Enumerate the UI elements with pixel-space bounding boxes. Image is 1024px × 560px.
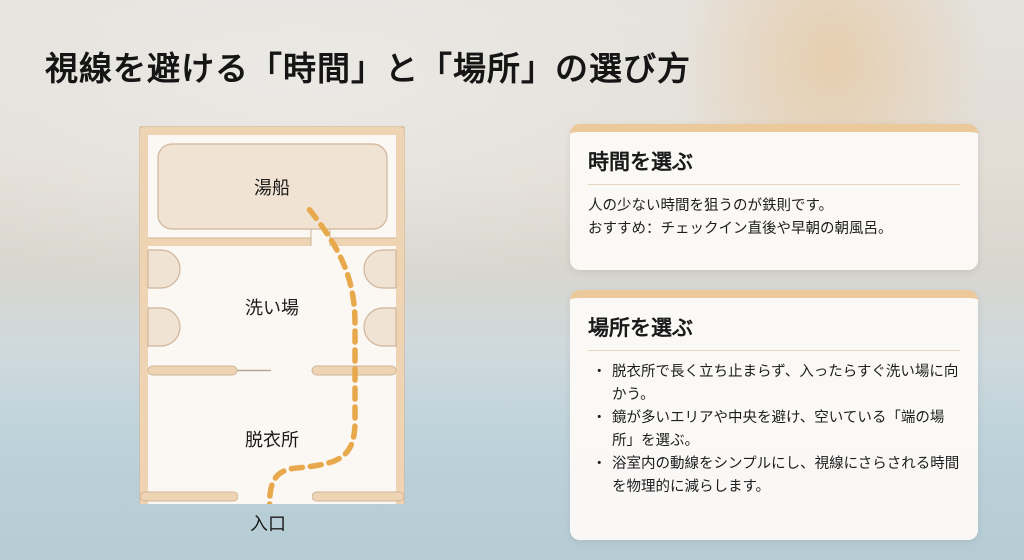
time-card: 時間を選ぶ 人の少ない時間を狙うのが鉄則です。 おすすめ：チェックイン直後や早朝… — [570, 124, 978, 270]
time-card-line: おすすめ：チェックイン直後や早朝の朝風呂。 — [588, 221, 893, 237]
bathtub — [157, 143, 388, 230]
place-card-list: 脱衣所で長く立ち止まらず、入ったらすぐ洗い場に向かう。 鏡が多いエリアや中央を避… — [588, 361, 960, 499]
page-title: 視線を避ける「時間」と「場所」の選び方 — [45, 49, 691, 88]
time-card-heading: 時間を選ぶ — [588, 146, 960, 185]
place-card-bullet: 脱衣所で長く立ち止まらず、入ったらすぐ洗い場に向かう。 — [588, 361, 960, 407]
place-card: 場所を選ぶ 脱衣所で長く立ち止まらず、入ったらすぐ洗い場に向かう。 鏡が多いエリ… — [570, 290, 978, 540]
entrance-label: 入口 — [250, 514, 286, 535]
washing-area-label: 洗い場 — [245, 298, 299, 319]
changing-room-label: 脱衣所 — [245, 430, 299, 451]
place-card-heading: 場所を選ぶ — [588, 312, 960, 351]
floor-plan-drawing — [139, 126, 405, 504]
time-card-body: 人の少ない時間を狙うのが鉄則です。 おすすめ：チェックイン直後や早朝の朝風呂。 — [588, 195, 960, 241]
place-card-bullet: 浴室内の動線をシンプルにし、視線にさらされる時間を物理的に減らします。 — [588, 453, 960, 499]
time-card-line: 人の少ない時間を狙うのが鉄則です。 — [588, 198, 834, 214]
walking-path — [266, 201, 358, 504]
place-card-bullet: 鏡が多いエリアや中央を避け、空いている「端の場所」を選ぶ。 — [588, 407, 960, 453]
bathtub-label: 湯船 — [254, 178, 290, 199]
floor-plan: 湯船 洗い場 脱衣所 — [137, 124, 407, 504]
